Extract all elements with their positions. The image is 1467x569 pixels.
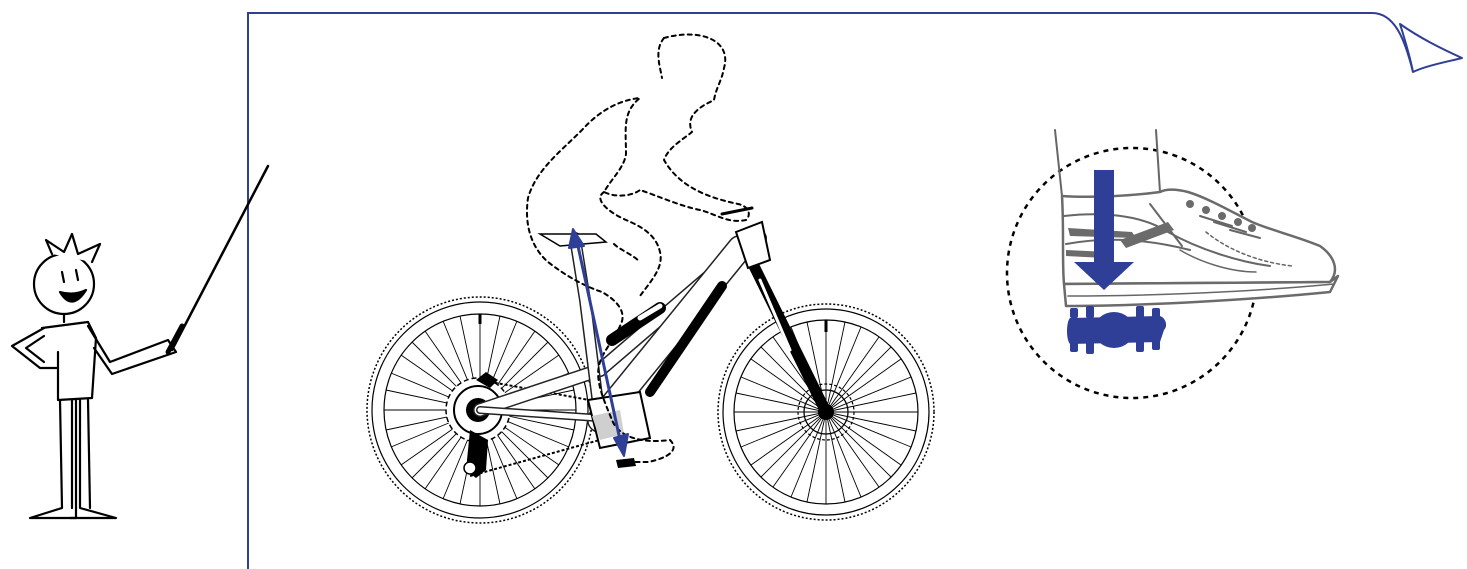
page-curl-icon — [1372, 13, 1462, 72]
pedal-detail-callout — [1007, 130, 1338, 398]
rear-drivetrain — [446, 372, 510, 478]
flat-pedal-icon — [1067, 306, 1166, 354]
ebike-illustration — [367, 35, 934, 523]
presenter-icon — [12, 166, 268, 518]
